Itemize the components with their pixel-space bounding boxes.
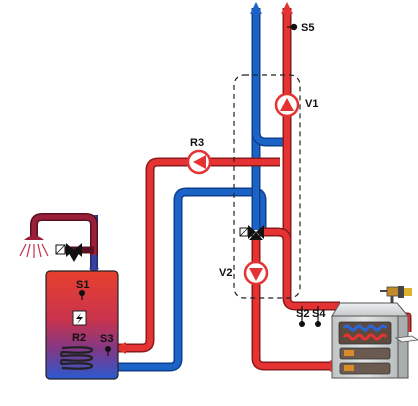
tank-return-arrow — [114, 342, 126, 354]
three-way-valve-icon — [248, 225, 256, 239]
sensor-s5-label: S5 — [301, 22, 314, 34]
shower — [19, 235, 49, 258]
shower-mixing-valve[interactable] — [55, 243, 82, 262]
boiler-return-pipe-outline — [251, 235, 332, 371]
pipes — [30, 8, 412, 372]
hot-flow-arrow — [281, 2, 293, 14]
boiler-return-pipe — [253, 235, 332, 369]
pump-triangle-icon — [280, 98, 294, 111]
cold-riser-arrow — [250, 2, 262, 14]
sensor-s4-label: S4 — [312, 308, 326, 320]
hot-shower-pipe — [31, 214, 97, 255]
sensor-s4: S4 — [312, 306, 326, 327]
temperature-sensor-icon — [290, 23, 298, 31]
pump-v2[interactable]: V2 — [219, 260, 269, 286]
cold-return-pipe-outline — [118, 187, 267, 372]
coil-r2-label: R2 — [72, 332, 86, 344]
sensor-s1-label: S1 — [76, 279, 89, 291]
sensor-s5: S5 — [287, 22, 314, 34]
r3-circuit-pipe — [118, 159, 280, 351]
pump-r3[interactable]: R3 — [186, 137, 212, 175]
pump-triangle-icon — [249, 268, 263, 281]
storage-tank: S1 R2 S3 — [45, 270, 119, 380]
lightning-icon — [76, 313, 83, 324]
pump-v1[interactable]: V1 — [274, 92, 318, 118]
shower-head-icon — [24, 235, 44, 240]
sensor-s3-label: S3 — [100, 333, 113, 345]
boiler-safety-fittings — [380, 286, 412, 303]
pump-group-boundary — [233, 74, 301, 299]
sensor-s2: S2 — [296, 306, 309, 327]
pump-v2-label: V2 — [219, 267, 232, 279]
valve-bypass-pipe — [262, 229, 290, 241]
pump-triangle-icon — [193, 155, 206, 169]
sensor-s2-label: S2 — [296, 308, 309, 320]
hot-flow-pipe-outline — [282, 8, 340, 311]
boiler-heat-coil — [342, 324, 388, 341]
cold-return-pipe — [118, 189, 265, 370]
electric-heater — [72, 310, 87, 326]
pump-v1-label: V1 — [305, 98, 318, 110]
boiler — [331, 302, 410, 379]
cold-loop-pipe — [253, 131, 284, 145]
hot-flow-pipe — [284, 8, 340, 309]
boiler-controller — [394, 335, 418, 343]
pump-r3-label: R3 — [190, 137, 204, 149]
three-way-valve-center[interactable] — [239, 225, 264, 240]
heat-exchanger-coil — [59, 346, 94, 370]
